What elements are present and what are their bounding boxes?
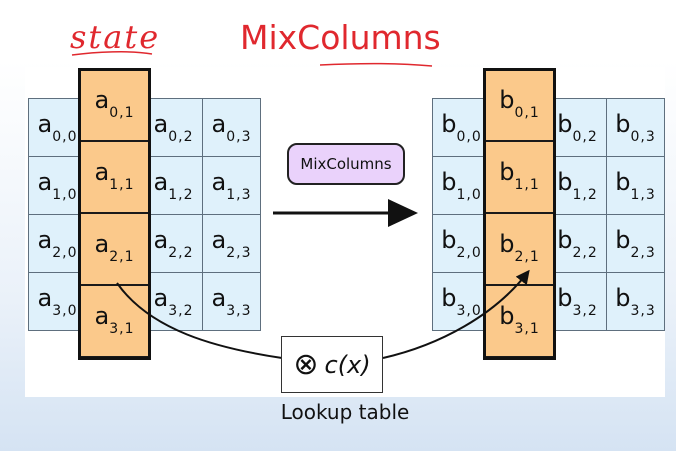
cell-label: b3,0	[441, 284, 482, 319]
cell-label: b2,3	[615, 226, 656, 261]
input_state-cell-3-2: a3,2	[144, 272, 203, 331]
output_state-cell-1-3: b1,3	[606, 156, 665, 215]
output_state-highlight-cell-1: b1,1	[483, 140, 556, 214]
cell-label: a2,0	[37, 226, 78, 261]
input_state-cell-0-3: a0,3	[202, 98, 261, 157]
cell-label: a1,2	[153, 168, 194, 203]
cell-label: a0,1	[94, 86, 135, 121]
output_state-cell-2-3: b2,3	[606, 214, 665, 273]
cell-label: a0,3	[211, 110, 252, 145]
cell-label: a2,2	[153, 226, 194, 261]
cell-label: b2,2	[557, 226, 598, 261]
cell-label: b0,0	[441, 110, 482, 145]
input_state-cell-1-3: a1,3	[202, 156, 261, 215]
operation-label: MixColumns	[300, 155, 392, 173]
output_state-cell-0-0: b0,0	[432, 98, 491, 157]
cell-label: b2,0	[441, 226, 482, 261]
cell-label: b0,2	[557, 110, 598, 145]
cell-label: b3,2	[557, 284, 598, 319]
cell-label: b0,3	[615, 110, 656, 145]
cell-label: b3,3	[615, 284, 656, 319]
cell-label: b1,1	[499, 158, 540, 193]
cell-label: b1,2	[557, 168, 598, 203]
state-underline	[71, 51, 153, 56]
cell-label: a3,1	[94, 302, 135, 337]
cell-label: a0,0	[37, 110, 78, 145]
input_state-cell-3-3: a3,3	[202, 272, 261, 331]
circled-times-icon: ⊗	[293, 347, 319, 382]
input_state-cell-0-2: a0,2	[144, 98, 203, 157]
input_state-highlight-cell-2: a2,1	[78, 212, 151, 286]
lookup-table-caption: Lookup table	[280, 400, 410, 424]
input_state-cell-2-2: a2,2	[144, 214, 203, 273]
input_state-cell-2-3: a2,3	[202, 214, 261, 273]
cell-label: a1,3	[211, 168, 252, 203]
output_state-cell-1-2: b1,2	[548, 156, 607, 215]
cell-label: a3,0	[37, 284, 78, 319]
title-underline	[319, 62, 433, 67]
output_state-cell-3-3: b3,3	[606, 272, 665, 331]
input_state-highlight-cell-3: a3,1	[78, 284, 151, 358]
output_state-cell-0-3: b0,3	[606, 98, 665, 157]
cell-label: b0,1	[499, 86, 540, 121]
cell-label: b3,1	[499, 302, 540, 337]
output_state-cell-2-0: b2,0	[432, 214, 491, 273]
cell-label: a3,2	[153, 284, 194, 319]
output_state-cell-1-0: b1,0	[432, 156, 491, 215]
cell-label: a2,3	[211, 226, 252, 261]
output_state-cell-0-2: b0,2	[548, 98, 607, 157]
input_state-cell-2-0: a2,0	[28, 214, 87, 273]
input_state-cell-1-0: a1,0	[28, 156, 87, 215]
cell-label: b1,3	[615, 168, 656, 203]
mixcolumns-title: MixColumns	[240, 18, 441, 57]
input_state-cell-1-2: a1,2	[144, 156, 203, 215]
lookup-table-box: ⊗ c(x)	[281, 336, 383, 393]
cell-label: b1,0	[441, 168, 482, 203]
cell-label: a2,1	[94, 230, 135, 265]
state-annotation: state	[70, 18, 161, 56]
column-flow-curve	[116, 272, 528, 359]
cell-label: a1,0	[37, 168, 78, 203]
transform-arrow-head	[388, 199, 418, 227]
cell-label: a0,2	[153, 110, 194, 145]
mixcolumns-operation-box: MixColumns	[287, 143, 405, 185]
cell-label: a3,3	[211, 284, 252, 319]
cx-function-label: c(x)	[324, 350, 371, 379]
input_state-cell-3-0: a3,0	[28, 272, 87, 331]
cell-label: a1,1	[94, 158, 135, 193]
